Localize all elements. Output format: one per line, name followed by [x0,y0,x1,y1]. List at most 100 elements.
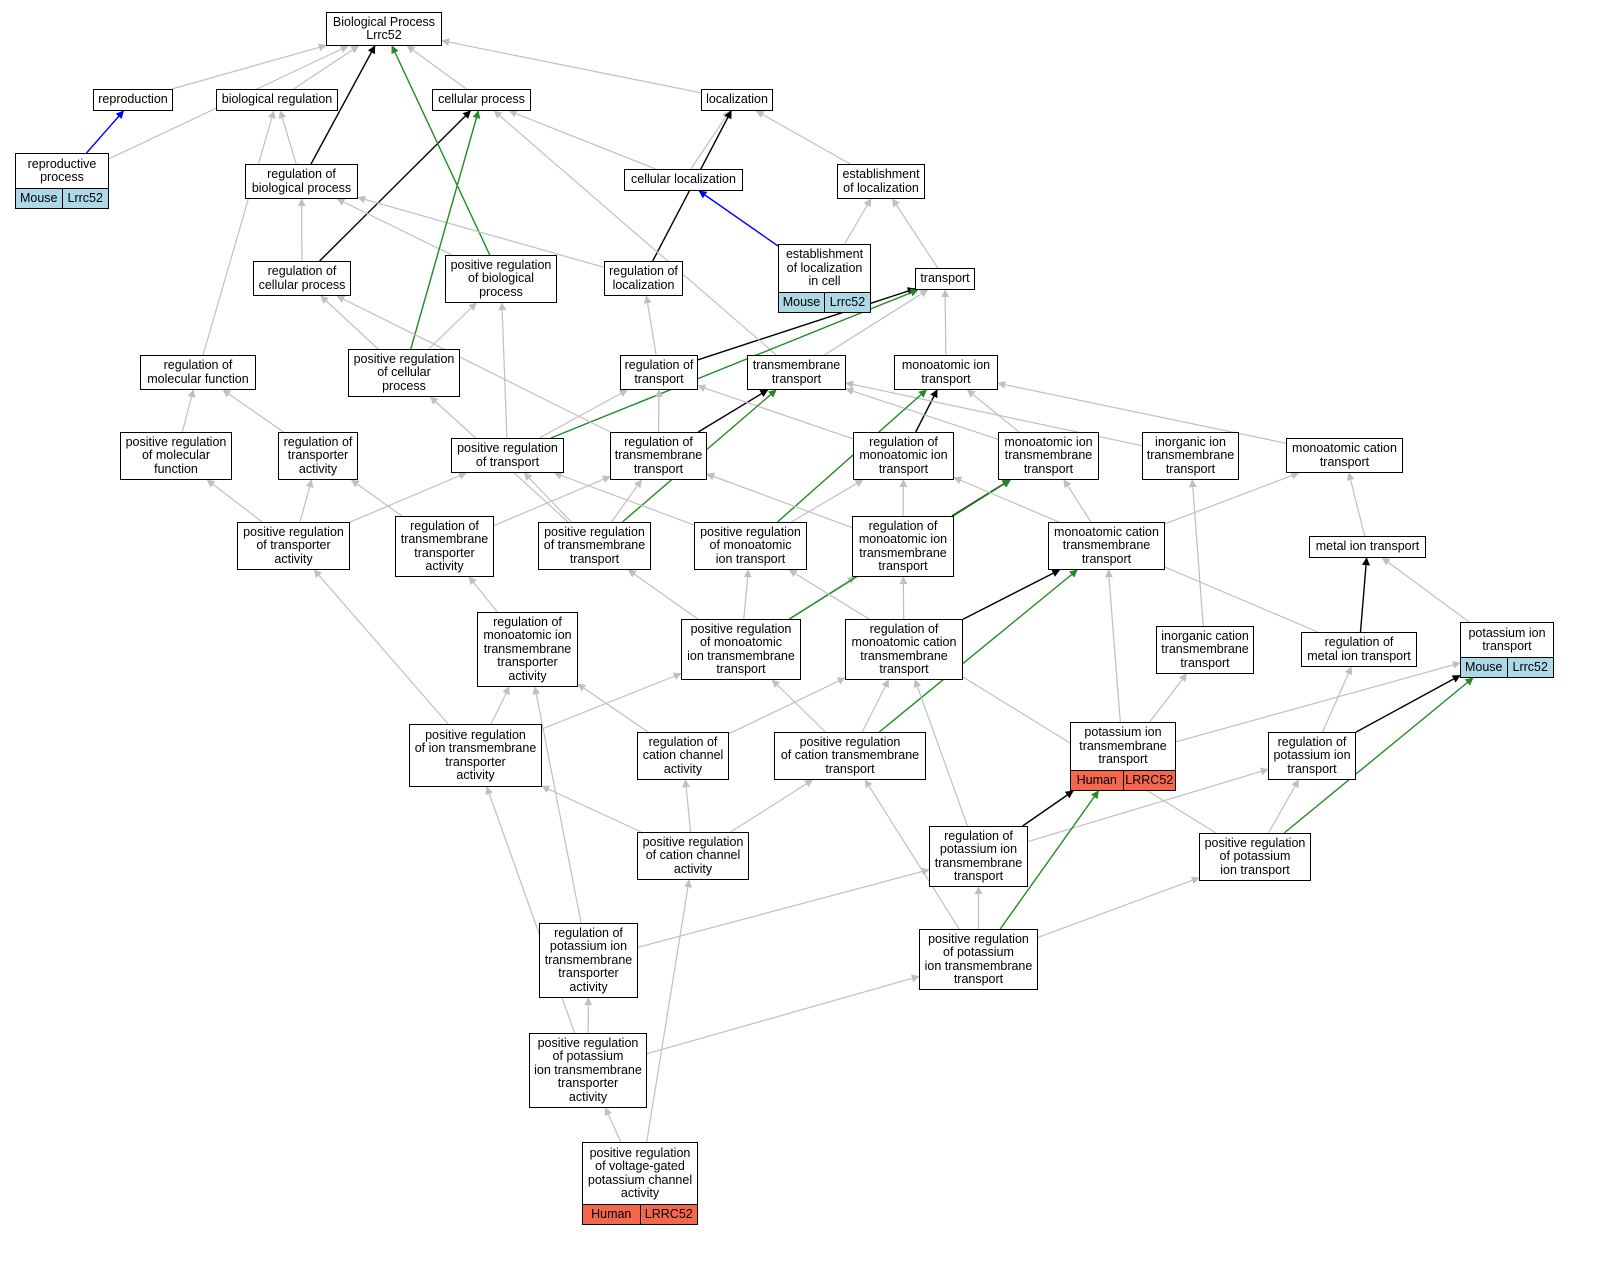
go-term-node[interactable]: regulation of potassium ion transmembran… [539,923,638,998]
go-term-node[interactable]: positive regulation of cellular process [348,349,460,397]
relation-edge [406,45,467,90]
go-term-label: regulation of metal ion transport [1307,635,1411,663]
go-term-node[interactable]: regulation of cellular process [253,261,351,296]
go-term-node[interactable]: inorganic cation transmembrane transport [1156,626,1254,674]
go-term-node[interactable]: metal ion transport [1309,536,1426,558]
relation-edge [85,110,124,154]
go-term-node[interactable]: positive regulation of potassium ion tra… [529,1033,647,1108]
go-term-node[interactable]: regulation of transmembrane transporter … [395,516,494,577]
go-term-node[interactable]: biological regulation [216,89,338,111]
relation-edge [577,683,649,733]
relation-edge [349,472,467,523]
gene-tag: LRRC52 [1122,771,1176,790]
go-term-node[interactable]: reproduction [93,89,173,111]
go-term-node[interactable]: positive regulation of transmembrane tra… [538,522,651,570]
go-term-node[interactable]: regulation of monoatomic ion transmembra… [477,612,578,687]
relation-edge [319,110,471,262]
species-tag: Mouse [19,190,58,205]
go-term-label: positive regulation of biological proces… [450,257,552,299]
go-term-label: establishment of localization in cell [785,247,864,289]
go-term-node[interactable]: regulation of transporter activity [278,432,358,480]
go-term-node[interactable]: regulation of transport [620,355,698,390]
relation-edge [336,295,611,433]
go-term-node[interactable]: cellular process [432,89,531,111]
relation-edge [1322,666,1353,733]
go-term-label: regulation of monoatomic ion transmembra… [858,518,948,573]
relation-edge [391,45,491,256]
go-term-node[interactable]: transport [915,268,975,290]
relation-edge [202,110,276,356]
go-term-node[interactable]: monoatomic cation transport [1286,438,1403,473]
species-tag: Mouse [1464,659,1503,674]
go-term-node[interactable]: positive regulation of molecular functio… [120,432,232,480]
go-term-node[interactable]: monoatomic cation transmembrane transpor… [1048,522,1165,570]
go-term-node[interactable]: positive regulation of monoatomic ion tr… [694,522,807,570]
relation-edge [428,302,477,350]
go-term-node[interactable]: regulation of molecular function [140,355,256,390]
gene-tag: LRRC52 [639,1205,698,1224]
go-term-node[interactable]: transmembrane transport [747,355,846,390]
go-term-node[interactable]: inorganic ion transmembrane transport [1142,432,1239,480]
relation-edge [490,686,510,725]
go-term-node[interactable]: regulation of biological process [245,164,358,199]
go-term-label: monoatomic cation transport [1292,441,1397,469]
go-term-node[interactable]: positive regulation of biological proces… [445,255,557,303]
go-term-node[interactable]: regulation of monoatomic ion transport [853,432,954,480]
go-term-node[interactable]: regulation of localization [604,261,683,296]
relation-edge [627,569,699,620]
go-term-node[interactable]: establishment of localization [837,164,925,199]
go-term-label: regulation of monoatomic cation transmem… [851,621,957,676]
go-term-label: transmembrane transport [752,358,841,386]
go-term-node[interactable]: positive regulation of voltage-gated pot… [582,1142,698,1225]
relation-edge [966,389,1020,433]
relation-edge [336,198,453,256]
relation-edge [1359,557,1370,633]
go-term-label: regulation of potassium ion transport [1273,734,1351,776]
relation-edge [823,289,929,356]
go-term-label: positive regulation of cation transmembr… [780,734,920,776]
go-term-node[interactable]: regulation of metal ion transport [1301,632,1417,667]
go-term-node[interactable]: positive regulation of transporter activ… [237,522,350,570]
go-term-label: positive regulation of potassium ion tra… [1204,835,1306,877]
go-term-node[interactable]: positive regulation of monoatomic ion tr… [681,619,801,680]
go-term-node[interactable]: positive regulation of potassium ion tra… [919,929,1038,990]
relation-edge [468,576,498,613]
go-term-node[interactable]: localization [701,89,773,111]
go-term-node[interactable]: Biological Process Lrrc52 [326,12,442,46]
go-term-label: positive regulation of voltage-gated pot… [587,1145,693,1200]
relation-edge [539,389,628,439]
go-term-label: positive regulation of transmembrane tra… [543,524,646,566]
relation-edge [941,289,950,356]
go-term-node[interactable]: positive regulation of cation transmembr… [774,732,926,780]
go-term-node[interactable]: regulation of monoatomic cation transmem… [845,619,963,680]
go-term-node[interactable]: regulation of transmembrane transport [610,432,707,480]
go-term-node[interactable]: positive regulation of ion transmembrane… [409,724,542,787]
go-term-node[interactable]: monoatomic ion transmembrane transport [998,432,1099,480]
relation-edge [891,198,939,269]
go-term-node[interactable]: positive regulation of potassium ion tra… [1199,833,1311,881]
go-term-label: regulation of potassium ion transmembran… [544,925,633,994]
go-term-label: monoatomic ion transport [901,358,991,386]
relation-edge [999,790,1099,930]
go-term-node[interactable]: cellular localization [624,169,743,191]
go-term-node[interactable]: positive regulation of transport [451,438,564,473]
go-term-node[interactable]: regulation of potassium ion transport [1268,732,1356,780]
go-term-label: regulation of transporter activity [283,434,353,476]
go-term-node[interactable]: positive regulation of cation channel ac… [637,832,749,880]
go-term-node[interactable]: monoatomic ion transport [894,355,998,390]
go-term-label: establishment of localization [842,167,920,195]
relation-edge [1022,790,1074,827]
go-term-node[interactable]: regulation of potassium ion transmembran… [929,826,1028,887]
relation-edge [777,389,927,523]
relation-edge [523,472,572,523]
go-term-node[interactable]: regulation of monoatomic ion transmembra… [852,516,954,577]
go-term-label: positive regulation of monoatomic ion tr… [700,524,801,566]
go-term-node[interactable]: regulation of cation channel activity [637,732,729,780]
go-term-label: inorganic cation transmembrane transport [1161,628,1249,670]
